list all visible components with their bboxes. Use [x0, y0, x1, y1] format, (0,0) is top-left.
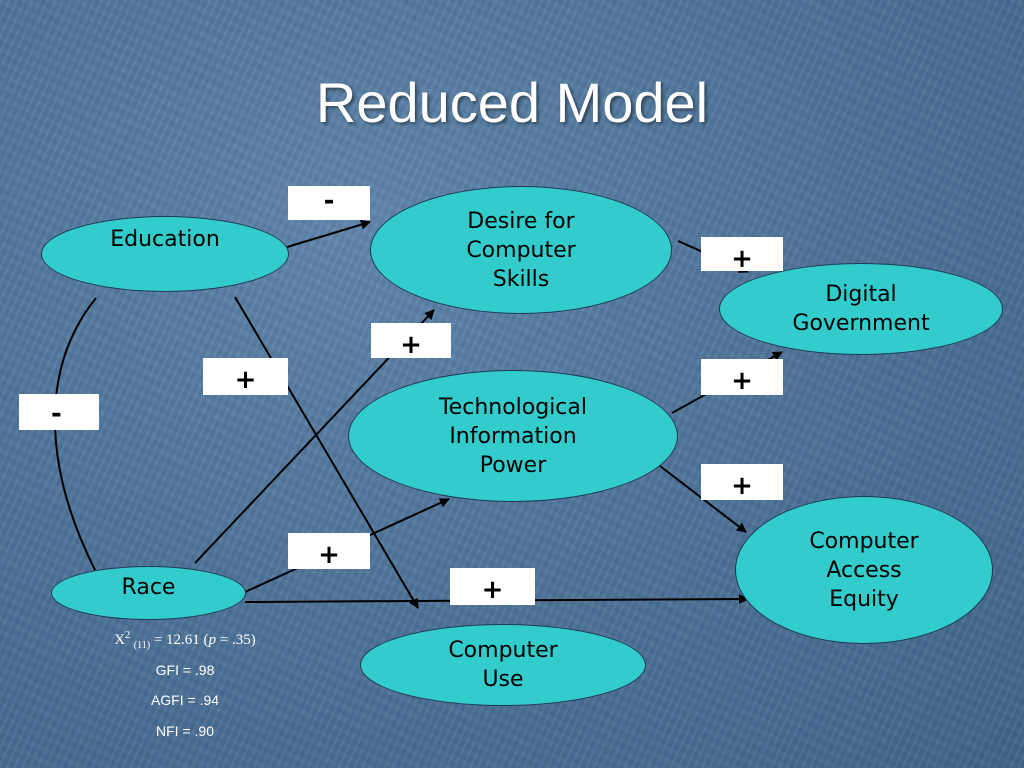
curve-education-race [54, 297, 97, 571]
slide-title: Reduced Model [315, 71, 709, 134]
sign-race-equity: + [450, 568, 535, 605]
sign-race-desire: + [371, 323, 451, 360]
sign-education-race: - [19, 394, 99, 430]
node-computer-access-equity: Computer Access Equity [735, 496, 993, 644]
sign-race-tech: + [288, 533, 370, 570]
node-technological-information-power: Technological Information Power [348, 370, 678, 502]
sign-education-desire: - [288, 186, 370, 220]
chi-square-stat: X2 (11) = 12.61 (p = .35) [114, 630, 256, 651]
arrow-education-use [234, 296, 419, 609]
sign-desire-digital: + [701, 237, 783, 274]
gfi-stat: GFI = .98 [155, 662, 215, 678]
node-race: Race [51, 566, 246, 620]
node-computer-use: Computer Use [360, 624, 646, 706]
sign-tech-equity: + [701, 464, 783, 501]
nfi-stat: NFI = .90 [156, 723, 214, 739]
node-desire-for-computer-skills: Desire for Computer Skills [370, 186, 672, 314]
agfi-stat: AGFI = .94 [150, 692, 220, 708]
arrow-education-desire [286, 219, 371, 248]
node-digital-government: Digital Government [719, 263, 1003, 355]
node-education: Education [41, 216, 289, 292]
sign-education-use: + [203, 358, 288, 395]
sign-tech-digital: + [701, 359, 783, 396]
